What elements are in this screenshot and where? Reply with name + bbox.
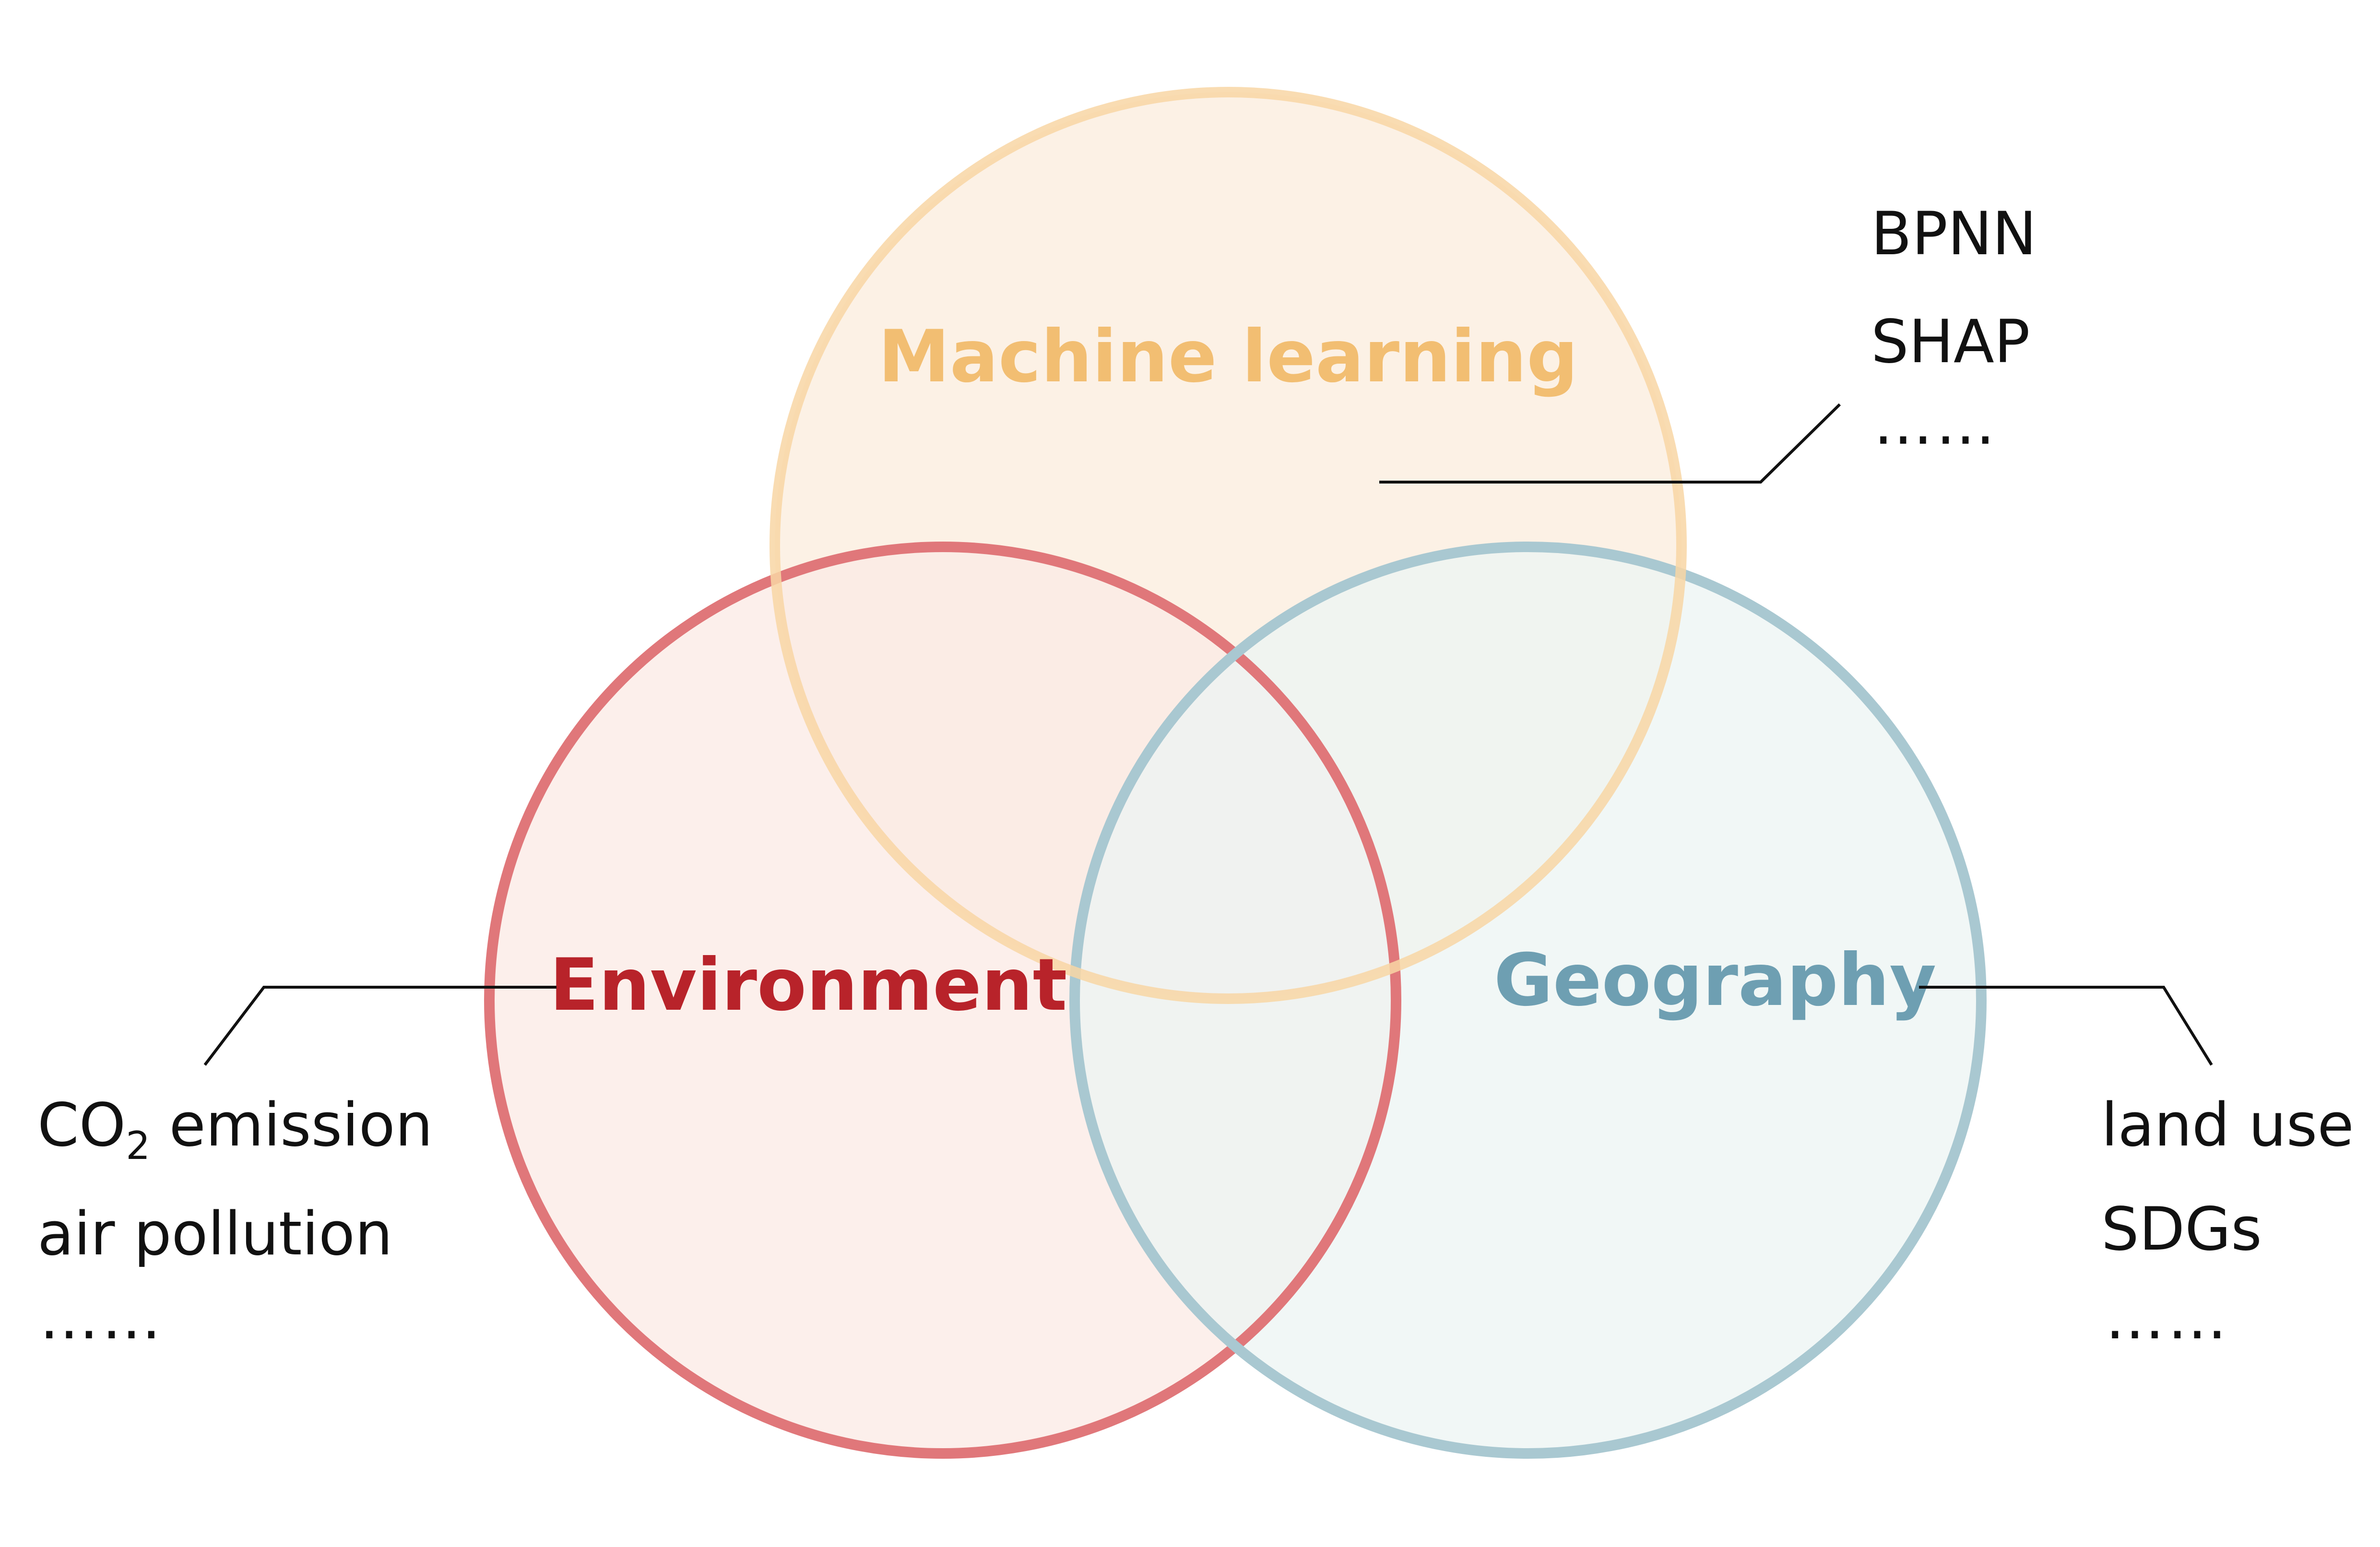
item-co2-emission: CO2 emission <box>37 1091 433 1168</box>
geography-circle-fill <box>1075 547 1981 1453</box>
geography-items: land use SDGs …… <box>2101 1091 2354 1353</box>
machine-learning-circle-outline <box>770 87 1687 1004</box>
item-air-pollution: air pollution <box>37 1200 392 1269</box>
item-co2-main: CO <box>37 1091 126 1160</box>
environment-items: CO2 emission air pollution …… <box>37 1091 433 1353</box>
item-geo-ellipsis: …… <box>2105 1284 2230 1353</box>
item-co2-rest: emission <box>150 1091 433 1160</box>
item-env-ellipsis: …… <box>39 1284 164 1353</box>
machine-learning-items: BPNN SHAP …… <box>1871 200 2037 458</box>
item-land-use: land use <box>2101 1091 2354 1160</box>
machine-learning-title: Machine learning <box>878 315 1578 399</box>
circle-fills <box>489 92 1981 1453</box>
item-co2-subscript: 2 <box>126 1123 150 1168</box>
environment-title: Environment <box>550 944 1067 1027</box>
machine-learning-connector <box>1379 403 1841 484</box>
circle-outlines <box>484 87 1987 1459</box>
item-ml-ellipsis: …… <box>1873 389 1998 458</box>
item-bpnn: BPNN <box>1871 200 2037 269</box>
environment-connector <box>203 986 557 1066</box>
item-shap: SHAP <box>1871 307 2030 377</box>
geography-connector <box>1919 986 2213 1066</box>
geography-circle-outline <box>1069 542 1987 1459</box>
geography-title: Geography <box>1494 939 1936 1022</box>
environment-circle-outline <box>484 542 1401 1459</box>
item-sdgs: SDGs <box>2101 1195 2262 1264</box>
